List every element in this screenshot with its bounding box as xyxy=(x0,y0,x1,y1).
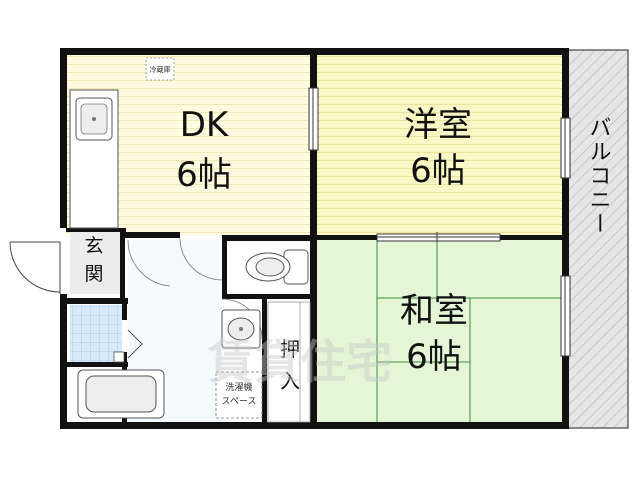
washitsu-size: 6帖 xyxy=(406,337,462,377)
dk-name: DK xyxy=(180,105,230,145)
laundry-label-line1: 洗濯機 xyxy=(225,381,252,393)
yoshitsu-size: 6帖 xyxy=(410,151,466,191)
balcony-label: バルコニー xyxy=(586,116,611,236)
oshiire-label-line2: 入 xyxy=(280,369,300,393)
dk-size: 6帖 xyxy=(176,155,232,195)
stove-hood-icon: 冷蔵庫 xyxy=(145,57,175,81)
kitchen-counter xyxy=(69,89,119,229)
drain-icon xyxy=(113,351,125,363)
washbasin-icon xyxy=(221,309,261,349)
bath-floor xyxy=(70,305,122,365)
washitsu-name: 和室 xyxy=(400,291,468,331)
windows xyxy=(308,87,571,357)
genkan-label-line1: 玄 xyxy=(84,235,103,257)
balcony: バルコニー xyxy=(567,49,629,429)
tatami-lines xyxy=(376,240,563,423)
laundry-space: 洗濯機 スペース xyxy=(215,371,263,419)
hood-label: 冷蔵庫 xyxy=(150,65,171,74)
washitsu-floor xyxy=(317,240,563,423)
toilet-icon xyxy=(245,249,309,285)
genkan-label-line2: 関 xyxy=(84,263,103,285)
bathtub-icon xyxy=(77,369,165,419)
genkan: 玄 関 xyxy=(84,235,103,285)
yoshitsu-floor xyxy=(317,54,563,235)
laundry-label-line2: スペース xyxy=(222,397,257,407)
kitchen-sink-icon xyxy=(75,97,113,141)
walls xyxy=(60,48,569,429)
yoshitsu-name: 洋室 xyxy=(404,105,472,145)
genkan-floor xyxy=(70,228,122,294)
watermark-logo: 賃貸住宅 xyxy=(207,335,392,389)
shower-icon xyxy=(127,329,143,359)
oshiire: 押 入 xyxy=(267,301,311,423)
oshiire-label-line1: 押 xyxy=(280,337,300,361)
door-swing-icon xyxy=(9,241,61,294)
